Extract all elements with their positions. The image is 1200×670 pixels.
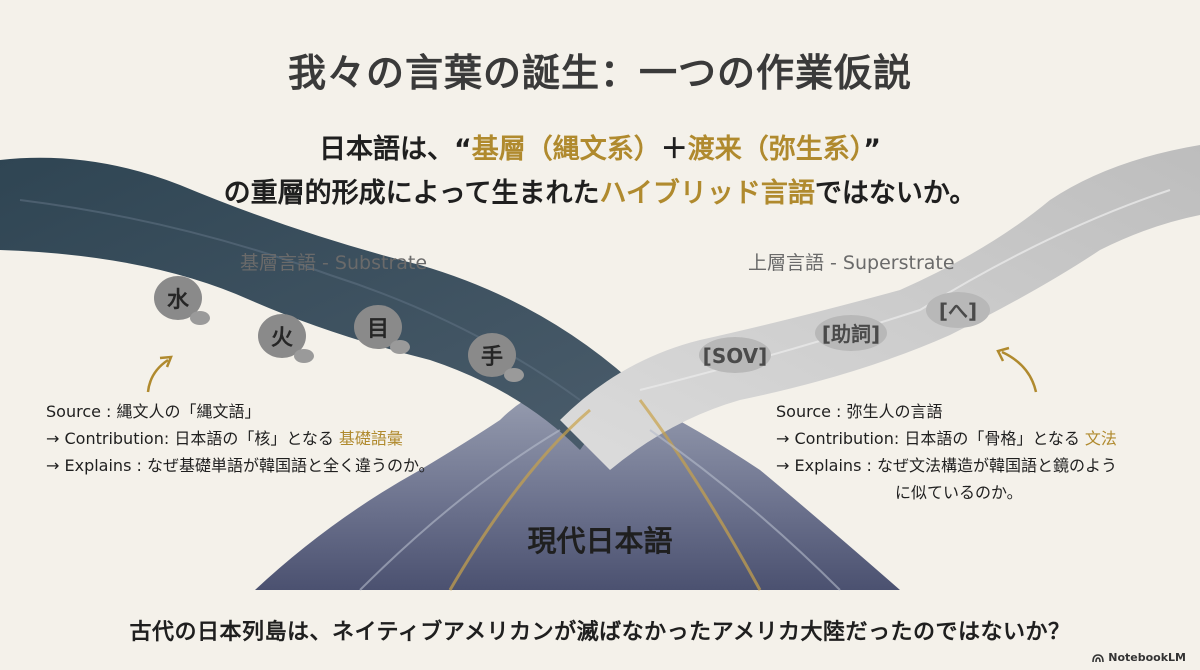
right-arrow: [996, 346, 1038, 393]
stone-label: [SOV]: [703, 344, 768, 368]
superstrate-explains: → Explains : なぜ文法構造が韓国語と鏡のよう: [776, 456, 1117, 475]
stone-eye: 目: [354, 305, 410, 354]
stone-label: [助詞]: [822, 322, 880, 346]
flow-line-gold: [448, 408, 591, 591]
merged-river: [255, 384, 900, 590]
brand-name: NotebookLM: [1108, 651, 1186, 664]
flow-line: [359, 429, 561, 591]
stone-particle: [助詞]: [815, 315, 887, 351]
hypothesis-statement: 日本語は、“基層（縄文系）＋渡来（弥生系）” の重層的形成によって生まれたハイブ…: [0, 128, 1200, 216]
stone-label: 火: [271, 326, 293, 351]
closing-question: 古代の日本列島は、ネイティブアメリカンが滅ばなかったアメリカ大陸だったのではない…: [129, 620, 1071, 645]
flow-line-gold: [638, 399, 762, 591]
left-arrow: [146, 355, 173, 393]
hypothesis-line-1: 日本語は、“基層（縄文系）＋渡来（弥生系）”: [319, 134, 881, 165]
notebooklm-logo: NotebookLM: [1092, 651, 1186, 664]
substrate-source: Source : 縄文人の「縄文語」: [46, 402, 261, 421]
stone-label: 水: [167, 288, 190, 313]
superstrate-source: Source : 弥生人の言語: [776, 402, 943, 421]
stone-label: 目: [367, 317, 389, 342]
superstrate-label: 上層言語 - Superstrate: [748, 252, 955, 274]
hypothesis-line-2: の重層的形成によって生まれたハイブリッド言語ではないか。: [223, 178, 977, 209]
superstrate-info: Source : 弥生人の言語 → Contribution: 日本語の「骨格」…: [776, 398, 1117, 506]
modern-japanese-label: 現代日本語: [527, 524, 673, 558]
substrate-label: 基層言語 - Substrate: [240, 252, 428, 274]
stone-fire: 火: [258, 314, 314, 363]
stone-he: [へ]: [926, 292, 990, 328]
substrate-river: [0, 157, 630, 450]
superstrate-explains-cont: に似ているのか。: [895, 483, 1023, 502]
substrate-contribution: → Contribution: 日本語の「核」となる 基礎語彙: [46, 429, 403, 448]
superstrate-contribution: → Contribution: 日本語の「骨格」となる 文法: [776, 429, 1117, 448]
notebooklm-icon: [1092, 653, 1105, 662]
stone-sov: [SOV]: [699, 337, 771, 373]
superstrate-river: [560, 145, 1200, 470]
substrate-info: Source : 縄文人の「縄文語」 → Contribution: 日本語の「…: [46, 398, 435, 479]
page-title: 我々の言葉の誕生：一つの作業仮説: [287, 51, 912, 95]
stone-label: [へ]: [939, 299, 977, 323]
substrate-explains: → Explains : なぜ基礎単語が韓国語と全く違うのか。: [46, 456, 435, 475]
stone-water: 水: [154, 276, 210, 325]
stone-label: 手: [481, 345, 503, 370]
flow-line: [649, 429, 841, 591]
stone-hand: 手: [468, 333, 524, 382]
